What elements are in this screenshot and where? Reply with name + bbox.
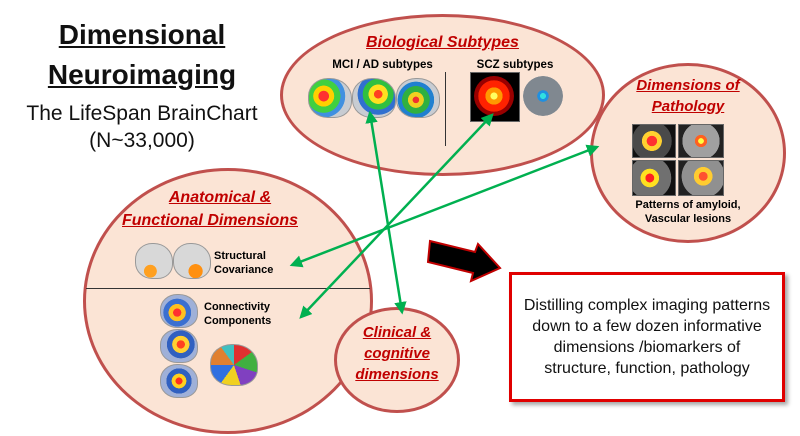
scz-scan-bg xyxy=(470,72,520,122)
scz-subtypes-label: SCZ subtypes xyxy=(476,59,554,71)
connectivity-parcellation-image xyxy=(210,344,258,386)
pathology-caption-line-1: Patterns of amyloid, xyxy=(635,199,741,211)
arrow-scz-to-connectivity xyxy=(299,113,494,319)
arrow-pathology-to-structural xyxy=(289,144,600,268)
clinical-ellipse xyxy=(334,307,460,413)
anatomical-divider xyxy=(86,288,370,289)
structural-label-line-1: Structural xyxy=(214,250,266,262)
pathology-scan-3 xyxy=(632,160,676,196)
clinical-heading-line-3: dimensions xyxy=(355,366,439,383)
clinical-heading-line-2: cognitive xyxy=(364,345,430,362)
biological-divider xyxy=(445,72,446,146)
pathology-caption-line-2: Vascular lesions xyxy=(644,213,732,225)
summary-box: Distilling complex imaging patterns down… xyxy=(509,272,785,402)
mci-ad-subtypes-label: MCI / AD subtypes xyxy=(332,59,433,71)
scz-brain-image-1 xyxy=(474,76,514,116)
structural-brain-image-1 xyxy=(135,243,173,279)
summary-text: Distilling complex imaging patterns down… xyxy=(523,297,771,377)
title-line-1: Dimensional xyxy=(58,19,226,50)
subtitle-line-1: The LifeSpan BrainChart xyxy=(26,102,258,125)
pathology-heading-line-2: Pathology xyxy=(651,98,725,115)
subtitle-line-2: (N~33,000) xyxy=(89,129,195,152)
connectivity-brain-image-1 xyxy=(160,294,198,328)
pathology-scan-2 xyxy=(678,124,724,158)
biological-subtypes-heading: Biological Subtypes xyxy=(366,34,519,51)
pathology-scan-4 xyxy=(678,160,724,196)
black-arrow-icon xyxy=(426,239,502,283)
pathology-scan-1 xyxy=(632,124,676,158)
connectivity-brain-image-3 xyxy=(160,364,198,398)
connectivity-brain-image-2 xyxy=(160,329,198,363)
structural-label-line-2: Covariance xyxy=(214,264,274,276)
anatomical-heading-line-2: Functional Dimensions xyxy=(121,212,298,229)
pathology-heading-line-1: Dimensions of xyxy=(636,77,740,94)
anatomical-heading-line-1: Anatomical & xyxy=(168,189,272,206)
scz-brain-image-2 xyxy=(523,76,563,116)
connectivity-label-line-1: Connectivity xyxy=(204,301,271,313)
structural-brain-image-2 xyxy=(173,243,211,279)
title-line-2: Neuroimaging xyxy=(47,59,237,90)
arrow-biological-to-clinical xyxy=(365,110,407,315)
connectivity-label-line-2: Components xyxy=(204,315,272,327)
clinical-heading-line-1: Clinical & xyxy=(362,324,432,341)
